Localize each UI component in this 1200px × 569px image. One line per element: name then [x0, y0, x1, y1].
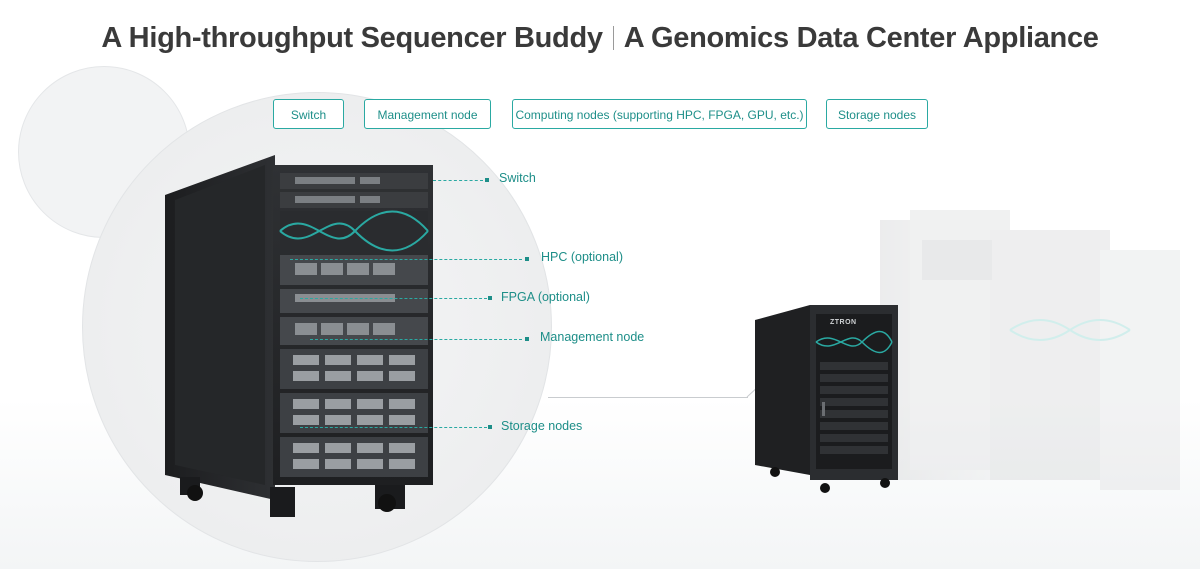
small-rack-image [755, 305, 898, 493]
title-part-1: A High-throughput Sequencer Buddy [101, 22, 603, 54]
label-storage: Storage nodes [501, 419, 583, 433]
ghost-racks-image [880, 210, 1180, 490]
hpc-leader-line [290, 259, 522, 260]
switch-leader-line [433, 180, 483, 181]
storage-leader-line [300, 427, 487, 428]
label-management: Management node [540, 330, 645, 344]
page-title: A High-throughput Sequencer Buddy A Genom… [0, 22, 1200, 55]
tab-computing-nodes[interactable]: Computing nodes (supporting HPC, FPGA, G… [512, 99, 807, 129]
main-rack-image [165, 155, 433, 517]
fpga-leader-line [300, 298, 487, 299]
title-part-2: A Genomics Data Center Appliance [623, 22, 1099, 54]
title-separator [612, 26, 614, 50]
hpc-dot [525, 257, 529, 261]
storage-dot [488, 425, 492, 429]
label-fpga: FPGA (optional) [501, 290, 590, 304]
fpga-dot [488, 296, 492, 300]
small-rack-logo: ZTRON [830, 319, 857, 326]
tab-storage-nodes[interactable]: Storage nodes [826, 99, 928, 129]
management-leader-line [310, 339, 522, 340]
label-switch: Switch [499, 171, 536, 185]
tab-switch[interactable]: Switch [273, 99, 344, 129]
connector-line [548, 397, 748, 398]
management-dot [525, 337, 529, 341]
switch-dot [485, 178, 489, 182]
label-hpc: HPC (optional) [541, 250, 623, 264]
tab-management-node[interactable]: Management node [364, 99, 491, 129]
component-tabs: Switch Management node Computing nodes (… [0, 99, 1200, 131]
